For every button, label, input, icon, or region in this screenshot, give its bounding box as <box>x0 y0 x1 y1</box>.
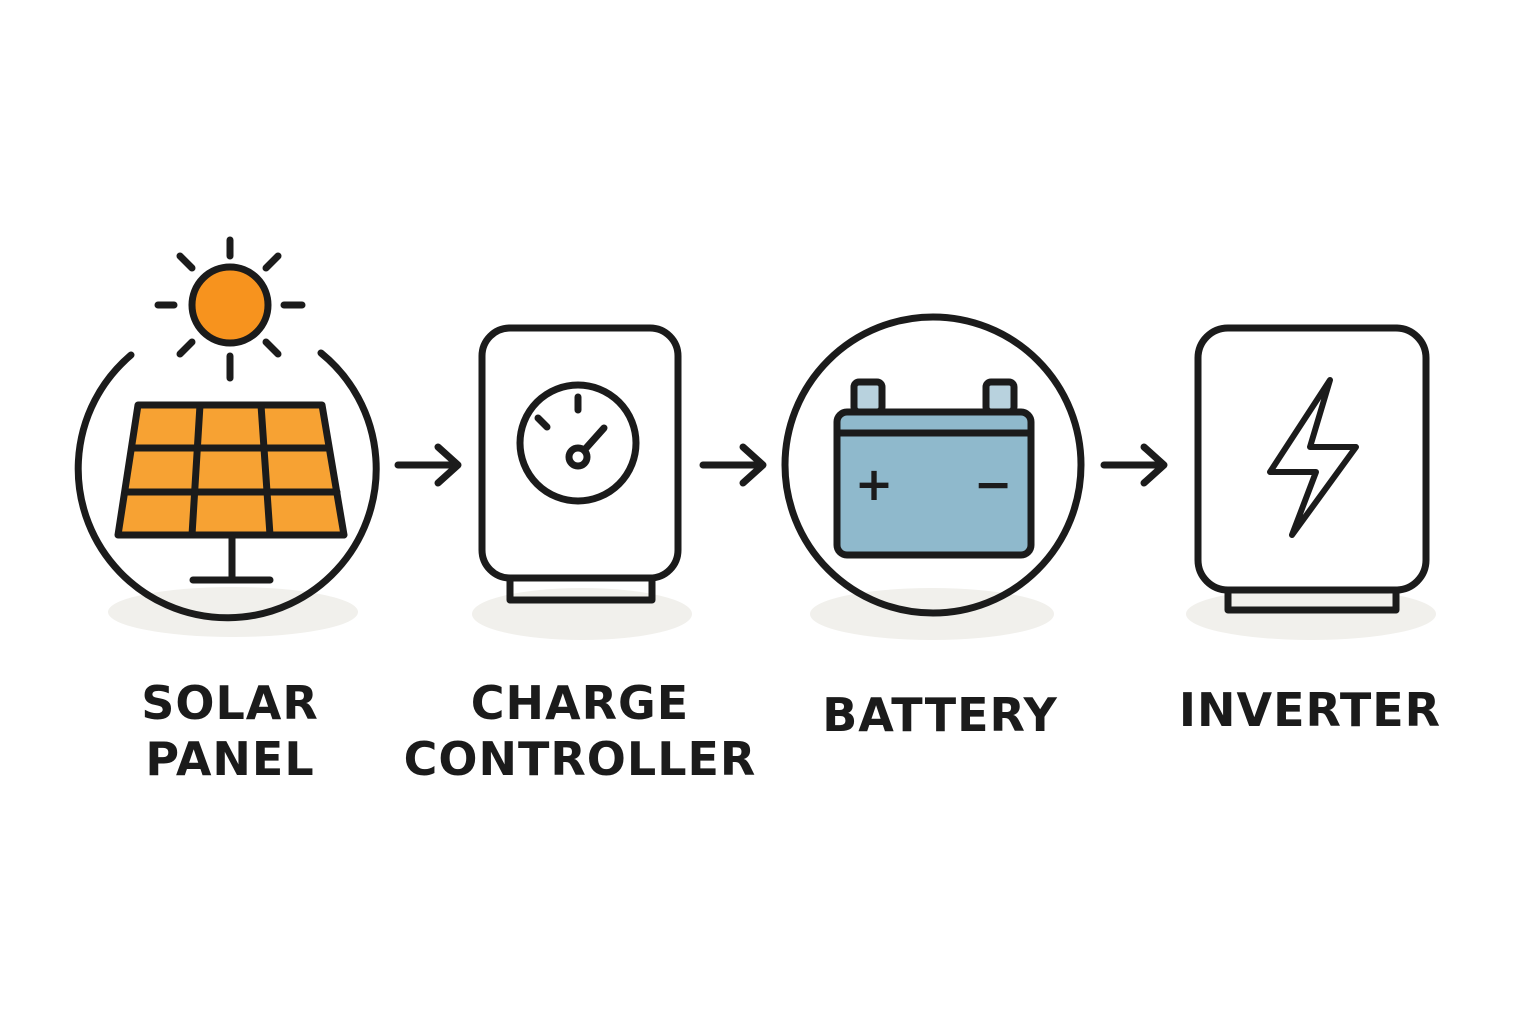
solar-panel-icon <box>74 236 380 622</box>
label-line: CHARGE <box>470 676 690 730</box>
label-line: PANEL <box>145 732 315 786</box>
negative-terminal-symbol: − <box>974 457 1013 511</box>
label-solar-panel: SOLAR PANEL <box>110 675 350 787</box>
label-inverter: INVERTER <box>1165 682 1455 738</box>
label-line: INVERTER <box>1178 683 1442 737</box>
label-line: CONTROLLER <box>403 732 757 786</box>
battery-node: + − <box>781 313 1085 617</box>
charge-controller-shadow <box>472 588 692 640</box>
label-battery: BATTERY <box>790 687 1090 743</box>
battery-frame <box>781 313 1085 617</box>
inverter-icon <box>1194 324 1430 614</box>
solar-panel-frame <box>74 349 380 622</box>
label-charge-controller: CHARGE CONTROLLER <box>400 675 760 787</box>
sun-icon <box>154 236 306 382</box>
label-line: BATTERY <box>822 688 1058 742</box>
label-line: SOLAR <box>141 676 319 730</box>
positive-terminal-symbol: + <box>855 457 894 511</box>
lightning-bolt-icon <box>1267 377 1359 538</box>
gauge-icon <box>516 381 640 505</box>
charge-controller-icon <box>478 324 682 604</box>
inverter-shadow <box>1186 588 1436 640</box>
arrow-right-icon <box>699 443 767 487</box>
battery-icon: + − <box>833 378 1035 559</box>
arrow-right-icon <box>1100 443 1168 487</box>
arrow-right-icon <box>394 443 462 487</box>
inverter-body <box>1194 324 1430 594</box>
